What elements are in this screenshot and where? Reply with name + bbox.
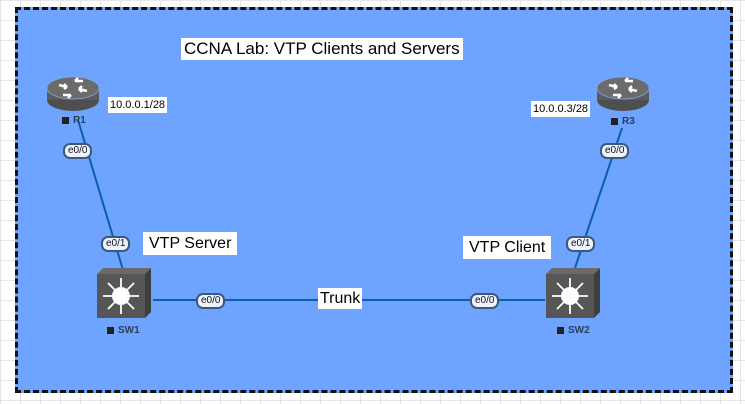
node-status-icon <box>62 117 69 124</box>
node-status-icon <box>611 118 618 125</box>
node-status-icon <box>557 327 564 334</box>
r3-ip-label: 10.0.0.3/28 <box>531 101 591 117</box>
interface-label-r3-e0-0[interactable]: e0/0 <box>600 143 630 159</box>
node-status-icon <box>107 327 114 334</box>
node-label-sw2: SW2 <box>557 325 590 336</box>
router-r1-icon[interactable] <box>45 75 101 113</box>
node-label-sw1: SW1 <box>107 325 140 336</box>
interface-label-sw1-e0-0[interactable]: e0/0 <box>196 293 226 309</box>
diagram-title: CCNA Lab: VTP Clients and Servers <box>181 38 463 60</box>
interface-label-sw2-e0-0[interactable]: e0/0 <box>470 293 500 309</box>
r1-ip-label: 10.0.0.1/28 <box>108 97 168 113</box>
lab-canvas <box>15 7 733 393</box>
trunk-link-label: Trunk <box>318 288 363 309</box>
interface-label-r1-e0-0[interactable]: e0/0 <box>63 143 93 159</box>
interface-label-sw1-e0-1[interactable]: e0/1 <box>101 236 131 252</box>
switch-sw2-icon[interactable] <box>546 268 602 320</box>
sw2-role-label: VTP Client <box>463 236 552 259</box>
interface-label-sw2-e0-1[interactable]: e0/1 <box>566 236 596 252</box>
router-r3-icon[interactable] <box>595 75 651 113</box>
switch-sw1-icon[interactable] <box>97 268 153 320</box>
sw1-role-label: VTP Server <box>143 232 238 255</box>
node-label-r3: R3 <box>611 116 635 127</box>
node-label-r1: R1 <box>62 115 86 126</box>
